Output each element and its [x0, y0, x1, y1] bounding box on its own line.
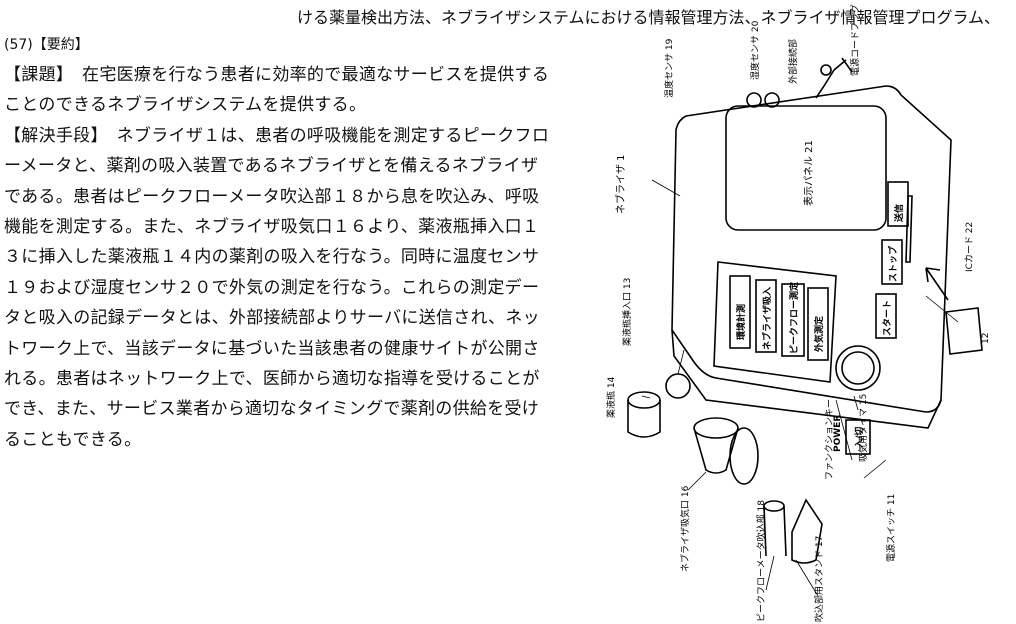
peak-flow-mouthpiece-label: ピークフローメータ吹込部 18 — [755, 500, 767, 622]
vial-label: 薬液瓶 14 — [605, 376, 617, 418]
nebulizer-inlet-label: ネブライザ吸気口 16 — [679, 485, 691, 572]
stop-button-label: ストップ — [887, 245, 899, 282]
humidity-sensor-icon — [765, 93, 779, 107]
nebulizer-drawing: 温度センサ 19 湿度センサ 20 外部接続部 電源コードプラグ ネブライザ 1… — [596, 0, 1016, 624]
external-connector-label: 外部接続部 — [787, 39, 799, 84]
abstract-body: 【課題】 在宅医療を行なう患者に効率的で最適なサービスを提供することのできるネブ… — [4, 60, 552, 455]
power-plug-icon — [821, 65, 831, 75]
nebulizer-inlet-top — [694, 418, 738, 438]
mouthpiece-body — [764, 506, 786, 556]
patent-drawing: 温度センサ 19 湿度センサ 20 外部接続部 電源コードプラグ ネブライザ 1… — [596, 0, 1016, 624]
humidity-sensor-label: 湿度センサ 20 — [749, 20, 761, 80]
peak-flow-button-label: ピークフロー測定 — [788, 281, 800, 354]
on-off-label: 入/切 — [854, 427, 865, 449]
outside-air-button-label: 外気測定 — [813, 315, 825, 353]
power-switch-label: 電源スイッチ 11 — [886, 494, 897, 562]
problem-heading: 【課題】 — [4, 65, 65, 85]
stand-label: 吹込部用スタンド 17 — [813, 536, 825, 622]
nebulizer-label: ネブライザ 1 — [614, 154, 627, 214]
solution-paragraph: 【解決手段】 ネブライザ１は、患者の呼吸機能を測定するピークフローメータと、薬剤… — [4, 121, 552, 455]
start-button-label: スタート — [881, 300, 893, 336]
card-slot — [906, 196, 912, 262]
solution-text: ネブライザ１は、患者の呼吸機能を測定するピークフローメータと、薬剤の吸入装置であ… — [4, 126, 549, 450]
section-label: (57)【要約】 — [4, 34, 89, 54]
timer-dial-inner — [842, 352, 874, 384]
send-button-label: 送信 — [893, 204, 905, 223]
power-plug-label: 電源コードプラグ — [849, 4, 861, 76]
problem-paragraph: 【課題】 在宅医療を行なう患者に効率的で最適なサービスを提供することのできるネブ… — [4, 60, 552, 121]
temp-sensor-icon — [747, 93, 761, 107]
problem-text: 在宅医療を行なう患者に効率的で最適なサービスを提供することのできるネブライザシス… — [4, 65, 549, 115]
display-panel-label: 表示パネル 21 — [802, 140, 815, 206]
ic-card-label: ICカード 22 — [964, 222, 975, 272]
vial-top — [628, 392, 660, 408]
env-button-label: 環境計測 — [735, 304, 747, 340]
vial-inlet-ring — [666, 374, 690, 398]
nebulizer-inlet-base — [730, 428, 758, 484]
nebulize-button-label: ネブライザ吸入 — [761, 287, 773, 350]
ic-card-shape — [946, 308, 982, 354]
temp-sensor-label: 温度センサ 19 — [663, 38, 675, 98]
solution-heading: 【解決手段】 — [4, 126, 99, 146]
num-12-label: 12 — [981, 333, 991, 344]
mouthpiece-top — [764, 501, 784, 511]
vial-inlet-label: 薬液瓶挿入口 13 — [621, 278, 633, 346]
power-title-label: POWER — [833, 415, 843, 452]
